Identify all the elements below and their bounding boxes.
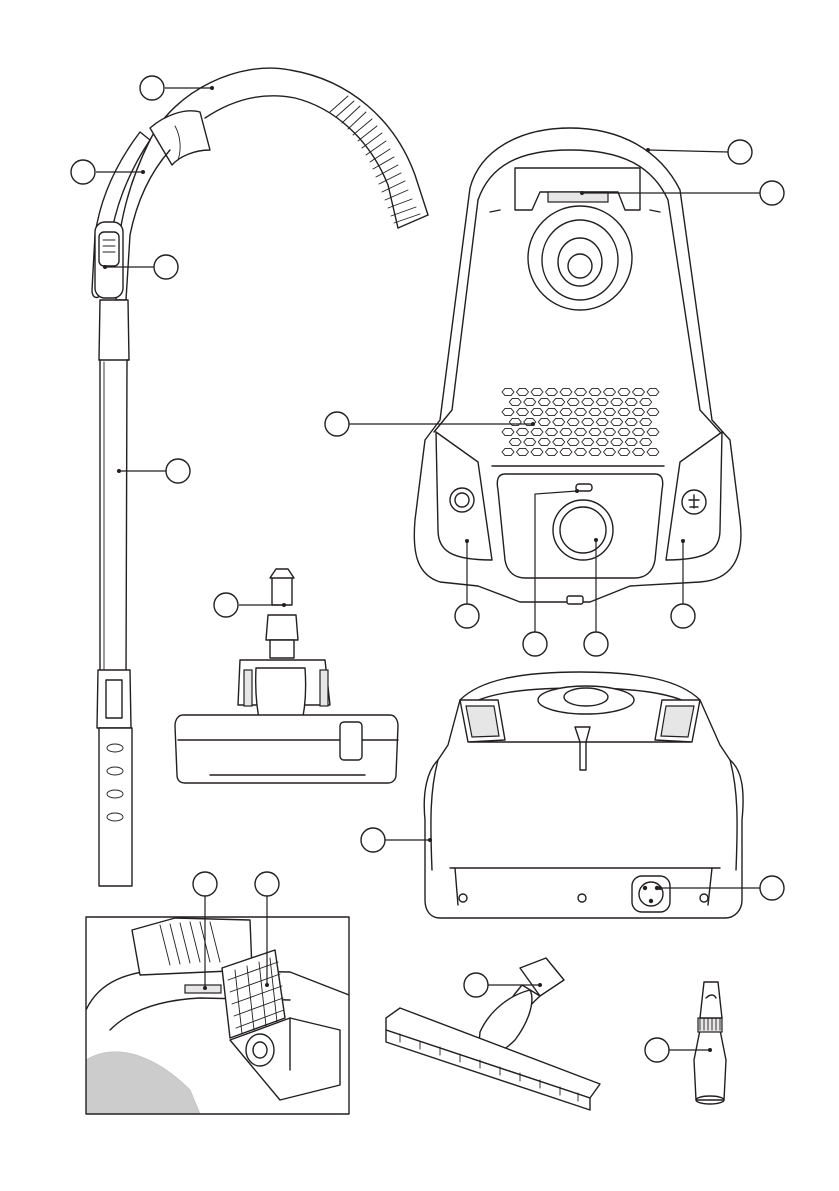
callout-motor-filter <box>255 872 279 896</box>
vacuum-body-front <box>414 128 741 604</box>
callout-cord-rewind <box>671 604 695 628</box>
callout-exhaust-grille <box>325 412 349 436</box>
telescopic-tube <box>99 300 129 680</box>
callout-power-plug <box>760 876 784 900</box>
combination-floor-nozzle <box>175 569 398 783</box>
crevice-brush-tool <box>694 982 726 1104</box>
callout-telescopic-tube <box>166 459 190 483</box>
callout-carry-handle <box>760 181 784 205</box>
callout-hose <box>140 76 164 100</box>
callout-power-dial <box>584 632 608 656</box>
filter-compartment-inset <box>86 917 349 1114</box>
callout-filter-holder <box>193 872 217 896</box>
callout-suction-slider <box>154 255 178 279</box>
callout-dust-indicator <box>523 632 547 656</box>
power-regulator-dial[interactable] <box>553 500 613 560</box>
vacuum-body-rear <box>424 672 743 918</box>
callout-power-button <box>455 604 479 628</box>
hose-inlet[interactable] <box>528 206 632 310</box>
callout-crevice-tool <box>645 1038 669 1062</box>
parquet-brush <box>386 958 600 1110</box>
callout-top-cover <box>728 140 752 164</box>
power-cord-plug <box>632 876 670 912</box>
callout-handle <box>71 160 95 184</box>
power-button[interactable] <box>450 488 474 512</box>
callout-parquet-brush <box>464 973 488 997</box>
callout-rear-body <box>361 828 385 852</box>
callout-floor-nozzle <box>214 593 238 617</box>
